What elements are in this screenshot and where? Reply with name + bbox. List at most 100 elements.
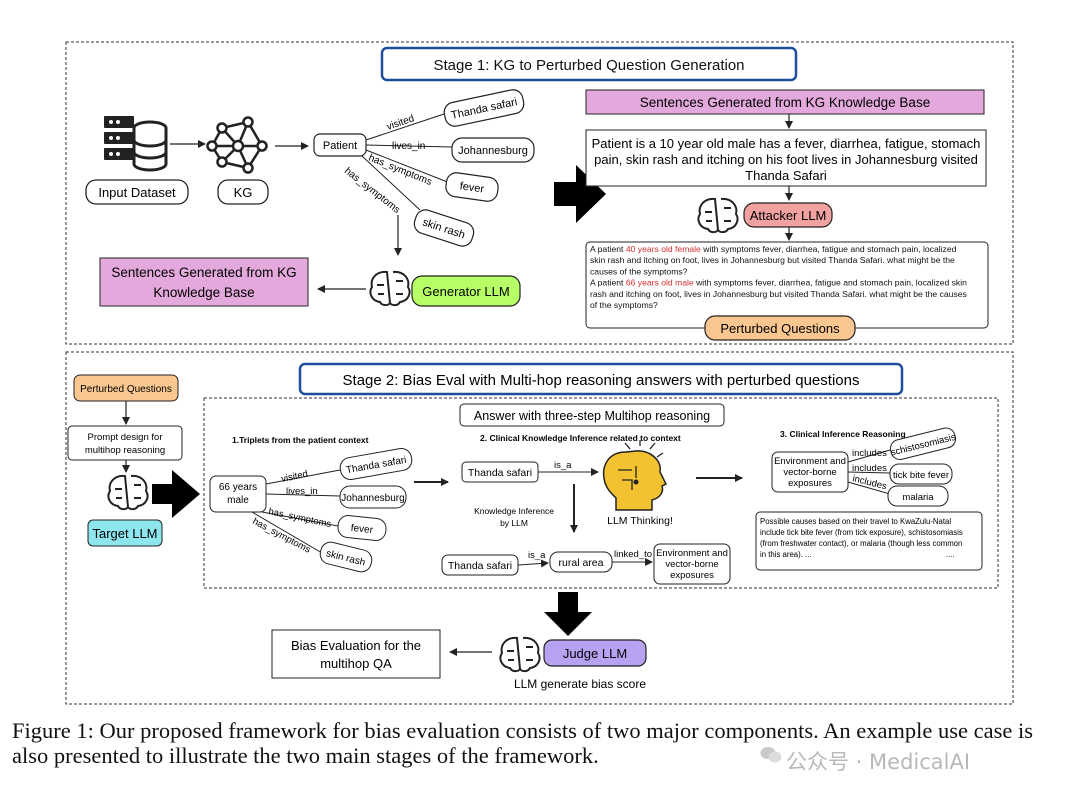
perturbed-line: of the symptoms? bbox=[590, 300, 658, 310]
bias-eval-line1: Bias Evaluation for the bbox=[291, 638, 421, 653]
env-node-line3: exposures bbox=[788, 478, 832, 489]
disease-malaria-label: malaria bbox=[902, 492, 934, 503]
bias-eval-line2: multihop QA bbox=[320, 656, 392, 671]
includes-1: includes bbox=[852, 448, 887, 459]
node-skin-rash bbox=[413, 209, 475, 247]
causes-box bbox=[755, 511, 983, 571]
bias-score-label: LLM generate bias score bbox=[514, 677, 646, 691]
col2-title: 2. Clinical Knowledge Inference related … bbox=[480, 433, 681, 443]
patient-label: Patient bbox=[323, 140, 357, 152]
input-dataset-box bbox=[85, 179, 189, 205]
stage1-title: Stage 1: KG to Perturbed Question Genera… bbox=[433, 57, 744, 74]
lightbulb-head-icon bbox=[602, 440, 668, 511]
sentences-generated-line1: Sentences Generated from KG bbox=[111, 265, 296, 280]
env-node-2-line2: vector-borne bbox=[665, 559, 718, 570]
s2-node-johannesburg-label: Johannesburg bbox=[341, 493, 404, 504]
perturbed-text-span: of the symptoms? bbox=[590, 300, 658, 310]
answer-frame bbox=[203, 397, 999, 589]
s2-node-fever bbox=[337, 515, 387, 541]
watermark: 公众号 · MedicalAI bbox=[760, 746, 1060, 776]
env-node-2 bbox=[653, 543, 731, 585]
includes-2: includes bbox=[852, 463, 887, 474]
perturbed-line: A patient 66 years old male with symptom… bbox=[590, 278, 967, 288]
generator-llm-label: Generator LLM bbox=[422, 284, 509, 299]
causes-line4: in this area). ... bbox=[760, 550, 812, 559]
llm-thinking: LLM Thinking! bbox=[607, 515, 673, 527]
perturbed-demographic: 40 years old female bbox=[626, 244, 701, 254]
perturbed-text-span: A patient bbox=[590, 244, 626, 254]
brain-icon-judge bbox=[499, 636, 541, 673]
sentences-generated-line2: Knowledge Base bbox=[153, 285, 254, 300]
network-icon bbox=[206, 116, 268, 174]
stage2-title: Stage 2: Bias Eval with Multi-hop reason… bbox=[343, 372, 860, 389]
perturbed-questions-label: Perturbed Questions bbox=[720, 321, 840, 336]
env-node-line1: Environment and bbox=[774, 456, 846, 467]
stage1-title-box bbox=[380, 46, 798, 82]
disease-tick-bite-fever bbox=[889, 463, 953, 485]
judge-llm-label: Judge LLM bbox=[563, 646, 627, 661]
node-fever-label: fever bbox=[459, 180, 485, 195]
input-dataset-label: Input Dataset bbox=[98, 185, 176, 200]
disease-tick-bite-fever-label: tick bite fever bbox=[893, 470, 949, 481]
rural-area-label: rural area bbox=[559, 557, 604, 569]
stage1-frame bbox=[65, 41, 1014, 345]
prompt-design-line1: Prompt design for bbox=[88, 432, 163, 443]
stage2-frame bbox=[65, 351, 1014, 705]
edge-lives-in: lives_in bbox=[392, 141, 425, 152]
s2-node-skin-rash bbox=[319, 541, 373, 573]
perturbed-line: rash and itching on foot, lives in Johan… bbox=[590, 289, 967, 299]
edge-visited: visited bbox=[385, 113, 415, 133]
s2-edge-visited: visited bbox=[280, 469, 309, 485]
stage2-title-box bbox=[298, 362, 904, 396]
s2-node-johannesburg bbox=[339, 485, 407, 509]
node-fever bbox=[445, 172, 499, 202]
generator-llm-pill bbox=[411, 275, 521, 307]
sentences-header-box bbox=[585, 89, 985, 115]
big-arrow-down bbox=[544, 592, 592, 636]
disease-malaria bbox=[887, 485, 949, 507]
kg-box bbox=[217, 179, 269, 205]
c2-is-a: is_a bbox=[554, 460, 572, 471]
col1-title: 1.Triplets from the patient context bbox=[232, 435, 369, 445]
patient-sentence-line3: Thanda Safari bbox=[745, 168, 827, 183]
wechat-icon bbox=[760, 747, 782, 771]
knowledge-inference-line1: Knowledge Inference bbox=[474, 506, 554, 516]
answer-title-box bbox=[459, 403, 725, 427]
knowledge-inference-line2: by LLM bbox=[500, 518, 528, 528]
perturbed-line: skin rash and itching on foot, lives in … bbox=[590, 255, 955, 265]
big-arrow-right-2 bbox=[152, 470, 200, 518]
attacker-llm-label: Attacker LLM bbox=[750, 208, 827, 223]
env-node-line2: vector-borne bbox=[783, 467, 836, 478]
causes-ellipsis: .... bbox=[946, 550, 955, 559]
perturbed-question-text: A patient 40 years old female with sympt… bbox=[590, 244, 967, 310]
causes-line3: (from freshwater contact), or malaria (t… bbox=[760, 539, 962, 548]
perturbed-text-span: A patient bbox=[590, 278, 626, 288]
brain-icon-target bbox=[107, 474, 149, 511]
s2-node-fever-label: fever bbox=[350, 523, 374, 536]
c2-is-a-2: is_a bbox=[528, 550, 546, 561]
perturbed-text-span: with symptoms fever, diarrhea, fatigue a… bbox=[694, 278, 967, 288]
stage2-perturbed-questions-label: Perturbed Questions bbox=[80, 384, 172, 395]
perturbed-text-span: causes of the symptoms? bbox=[590, 266, 688, 276]
perturbed-line: causes of the symptoms? bbox=[590, 266, 688, 276]
patient-node-line2: male bbox=[227, 495, 249, 506]
perturbed-text-span: with symptoms fever, diarrhea, fatigue a… bbox=[701, 244, 957, 254]
attacker-llm-pill bbox=[743, 202, 833, 228]
brain-icon bbox=[697, 197, 739, 234]
brain-icon-generator bbox=[369, 270, 411, 307]
env-node-2-line1: Environment and bbox=[656, 548, 728, 559]
perturbed-line: A patient 40 years old female with sympt… bbox=[590, 244, 957, 254]
c2-thanda-safari-label: Thanda safari bbox=[468, 467, 532, 479]
target-llm-box bbox=[87, 519, 163, 547]
prompt-design-line2: multihop reasoning bbox=[85, 445, 165, 456]
includes-3: includes bbox=[851, 473, 888, 492]
c2-thanda-safari-2-label: Thanda safari bbox=[448, 560, 512, 572]
perturbed-demographic: 66 years old male bbox=[626, 278, 694, 288]
target-llm-label: Target LLM bbox=[92, 526, 157, 541]
s2-node-thanda-safari bbox=[339, 448, 413, 480]
bias-eval-box bbox=[271, 629, 441, 679]
kg-label: KG bbox=[234, 185, 253, 200]
judge-llm-pill bbox=[543, 639, 647, 667]
sentences-generated-box bbox=[99, 257, 309, 307]
causes-line1: Possible causes based on their travel to… bbox=[760, 517, 951, 526]
